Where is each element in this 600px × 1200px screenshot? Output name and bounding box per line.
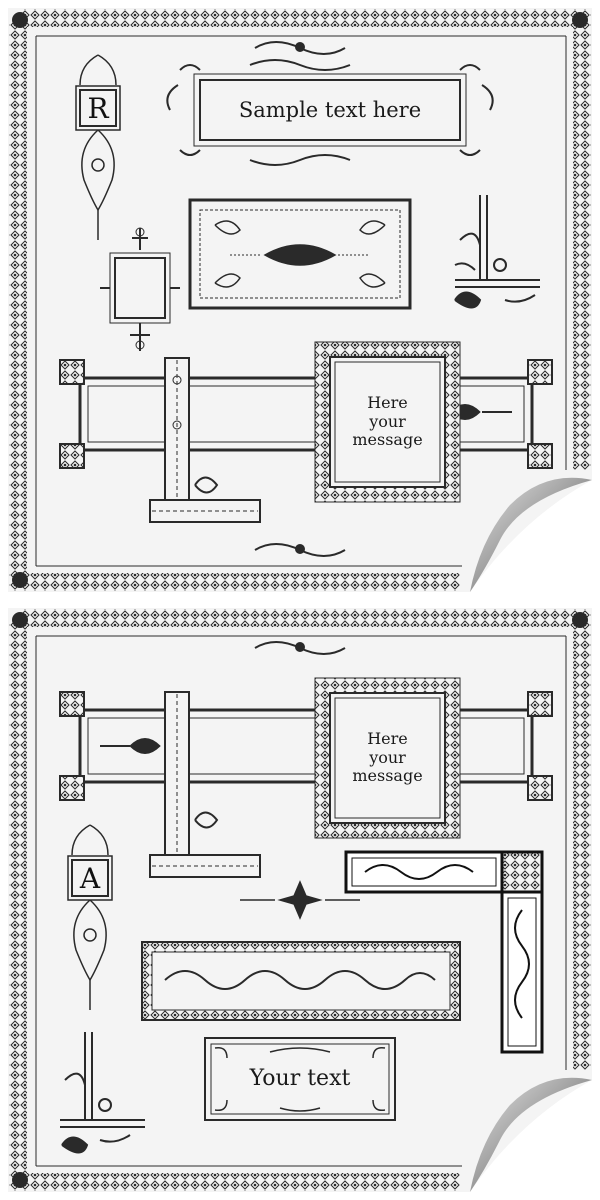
monogram-letter: R xyxy=(87,91,109,125)
monogram-letter-2: A xyxy=(79,861,101,895)
message-text: Here your message xyxy=(352,393,423,450)
sheet-1-artwork xyxy=(8,8,592,592)
plaque-text: Your text xyxy=(249,1066,351,1092)
banner-text: Sample text here xyxy=(238,97,422,122)
ornament-sheet-1: R Sample text here Here your message xyxy=(8,8,592,592)
message-text-2: Here your message xyxy=(352,729,423,786)
ornament-sheet-2: Here your message A Your text xyxy=(0,600,600,1200)
sheet-2-artwork xyxy=(8,608,600,1200)
